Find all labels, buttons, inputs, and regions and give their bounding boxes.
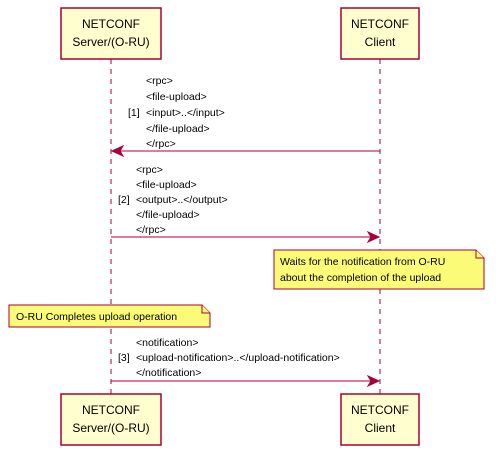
- participant-client-top: NETCONF Client: [340, 7, 420, 60]
- message-1-line5: </rpc>: [146, 138, 176, 150]
- note-server-fold: [201, 305, 210, 314]
- message-2-number: [2]: [118, 194, 130, 206]
- message-1-arrowhead: [110, 144, 125, 158]
- message-1: [1] <rpc> <file-upload> <input>..</input…: [110, 75, 380, 158]
- participant-server-bottom-line1: NETCONF: [82, 403, 140, 417]
- participant-server-bottom-line2: Server/(O-RU): [72, 421, 149, 435]
- note-client-line2: about the completion of the upload: [280, 272, 441, 284]
- participant-client-bottom-line1: NETCONF: [351, 403, 409, 417]
- note-client-fold: [475, 250, 484, 259]
- message-2: [2] <rpc> <file-upload> <output>..</outp…: [111, 164, 381, 244]
- participant-client-top-line1: NETCONF: [351, 17, 409, 31]
- message-2-line4: </file-upload>: [136, 209, 200, 221]
- message-2-line1: <rpc>: [136, 164, 163, 176]
- message-1-line3: <input>..</input>: [146, 107, 225, 119]
- note-client-shape: [273, 249, 485, 290]
- message-3-number: [3]: [118, 352, 130, 364]
- participant-server-top: NETCONF Server/(O-RU): [60, 7, 162, 60]
- message-1-line4: </file-upload>: [146, 123, 210, 135]
- participant-client-top-line2: Client: [365, 35, 396, 49]
- message-1-line1: <rpc>: [146, 75, 173, 87]
- note-client-line1: Waits for the notification from O-RU: [280, 256, 445, 268]
- message-3-line2: <upload-notification>..</upload-notifica…: [136, 352, 340, 364]
- message-1-line2: <file-upload>: [146, 91, 207, 103]
- message-3-line1: <notification>: [136, 337, 198, 349]
- message-1-number: [1]: [128, 107, 140, 119]
- message-3-line3: </notification>: [136, 367, 201, 379]
- participant-client-bottom-line2: Client: [365, 421, 396, 435]
- message-3-arrowhead: [366, 374, 381, 388]
- participant-server-top-line2: Server/(O-RU): [72, 35, 149, 49]
- participant-server-top-line1: NETCONF: [82, 17, 140, 31]
- participant-server-bottom: NETCONF Server/(O-RU): [60, 393, 162, 446]
- note-server-shape: [8, 304, 211, 328]
- note-client: Waits for the notification from O-RU abo…: [273, 249, 485, 290]
- message-2-line3: <output>..</output>: [136, 194, 228, 206]
- message-2-arrowhead: [366, 230, 381, 244]
- message-2-line2: <file-upload>: [136, 179, 197, 191]
- message-2-line5: </rpc>: [136, 224, 166, 236]
- note-server: O-RU Completes upload operation: [8, 304, 211, 328]
- participant-client-bottom: NETCONF Client: [340, 393, 420, 446]
- message-3: [3] <notification> <upload-notification>…: [111, 337, 381, 388]
- note-server-line1: O-RU Completes upload operation: [16, 311, 177, 323]
